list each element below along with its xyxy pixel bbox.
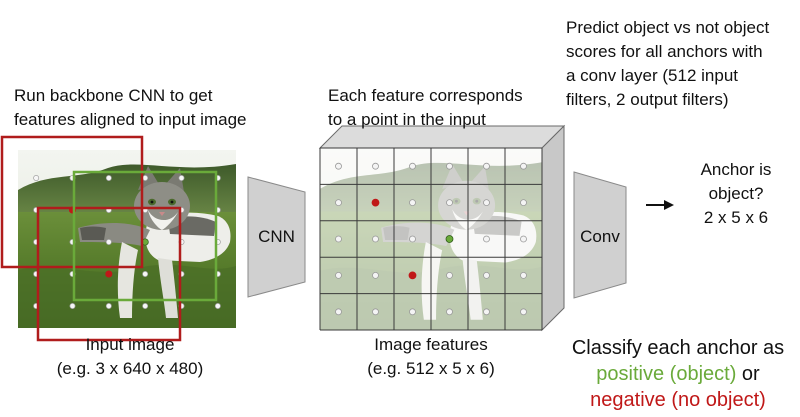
input-point <box>105 303 112 309</box>
or-word: or <box>736 363 760 385</box>
kitten-photo <box>18 150 236 328</box>
predict-caption-line-4: filters, 2 output filters) <box>566 90 729 109</box>
feature-point <box>483 235 490 243</box>
feature-point-caption: Each feature corresponds to a point in t… <box>328 84 523 132</box>
feature-point <box>335 199 342 207</box>
feature-point <box>335 271 342 279</box>
feature-point <box>409 308 416 316</box>
predict-caption-line-2: scores for all anchors with <box>566 42 763 61</box>
input-point <box>214 303 221 309</box>
conv-label: Conv <box>580 227 620 246</box>
feature-point-caption-line-2: to a point in the input <box>328 110 486 129</box>
feature-point <box>446 199 453 207</box>
input-point <box>142 303 149 309</box>
feature-point <box>520 308 527 316</box>
negative-anchor-box-1 <box>0 135 144 269</box>
input-point <box>178 175 185 181</box>
feature-point <box>520 271 527 279</box>
feature-point-positive <box>445 235 454 243</box>
classify-positive-line: positive (object) or <box>560 361 796 387</box>
feature-point <box>372 235 379 243</box>
anchor-output-shape: 2 x 5 x 6 <box>703 208 769 227</box>
right-arrow-icon <box>646 200 674 210</box>
feature-point-negative <box>371 198 380 207</box>
predict-caption-line-3: a conv layer (512 input <box>566 66 738 85</box>
feature-grid <box>319 147 543 331</box>
predict-caption-line-1: Predict object vs not object <box>566 18 770 37</box>
feature-point <box>372 271 379 279</box>
feature-point <box>446 162 453 170</box>
negative-label: negative (no object) <box>590 389 766 411</box>
feature-point <box>520 199 527 207</box>
input-point <box>69 303 76 309</box>
feature-point <box>483 271 490 279</box>
feature-point <box>335 162 342 170</box>
feature-point <box>446 308 453 316</box>
feature-point <box>483 308 490 316</box>
image-features-shape: (e.g. 512 x 5 x 6) <box>367 359 495 378</box>
feature-point-negative <box>408 271 417 280</box>
backbone-caption-line-2: features aligned to input image <box>14 110 247 129</box>
input-image-title: Input image <box>85 335 175 354</box>
feature-grid-points <box>335 162 527 316</box>
feature-point <box>372 162 379 170</box>
input-point <box>33 175 40 181</box>
input-point <box>105 239 112 245</box>
negative-anchor-box-2 <box>36 206 182 342</box>
image-features-caption: Image features (e.g. 512 x 5 x 6) <box>320 333 542 381</box>
positive-label: positive (object) <box>596 363 737 385</box>
cnn-label: CNN <box>258 227 295 246</box>
input-point <box>142 271 149 277</box>
feature-point <box>520 235 527 243</box>
feature-point <box>335 235 342 243</box>
feature-point <box>372 308 379 316</box>
feature-volume-side <box>541 124 565 332</box>
feature-point <box>335 308 342 316</box>
cnn-block <box>247 176 306 298</box>
feature-point <box>409 235 416 243</box>
feature-point <box>483 199 490 207</box>
feature-point <box>409 162 416 170</box>
input-point-negative <box>105 270 113 278</box>
feature-point <box>409 199 416 207</box>
input-image-shape: (e.g. 3 x 640 x 480) <box>56 359 204 378</box>
positive-anchor-box <box>72 170 218 302</box>
conv-block <box>573 171 627 299</box>
feature-point <box>483 162 490 170</box>
anchor-output-caption: Anchor is object? 2 x 5 x 6 <box>672 158 800 230</box>
feature-point <box>446 271 453 279</box>
feature-point <box>520 162 527 170</box>
predict-caption: Predict object vs not object scores for … <box>566 16 769 112</box>
backbone-caption-line-1: Run backbone CNN to get <box>14 86 213 105</box>
anchor-output-line-2: object? <box>708 184 764 203</box>
backbone-caption: Run backbone CNN to get features aligned… <box>14 84 247 132</box>
anchor-output-line-1: Anchor is <box>700 160 772 179</box>
image-features-title: Image features <box>374 335 488 354</box>
feature-point-caption-line-1: Each feature corresponds <box>328 86 523 105</box>
classify-title: Classify each anchor as <box>571 337 785 359</box>
input-point <box>142 175 149 181</box>
input-image <box>18 150 236 328</box>
input-point <box>105 175 112 181</box>
input-image-caption: Input image (e.g. 3 x 640 x 480) <box>10 333 250 381</box>
classify-caption: Classify each anchor as positive (object… <box>560 335 796 413</box>
